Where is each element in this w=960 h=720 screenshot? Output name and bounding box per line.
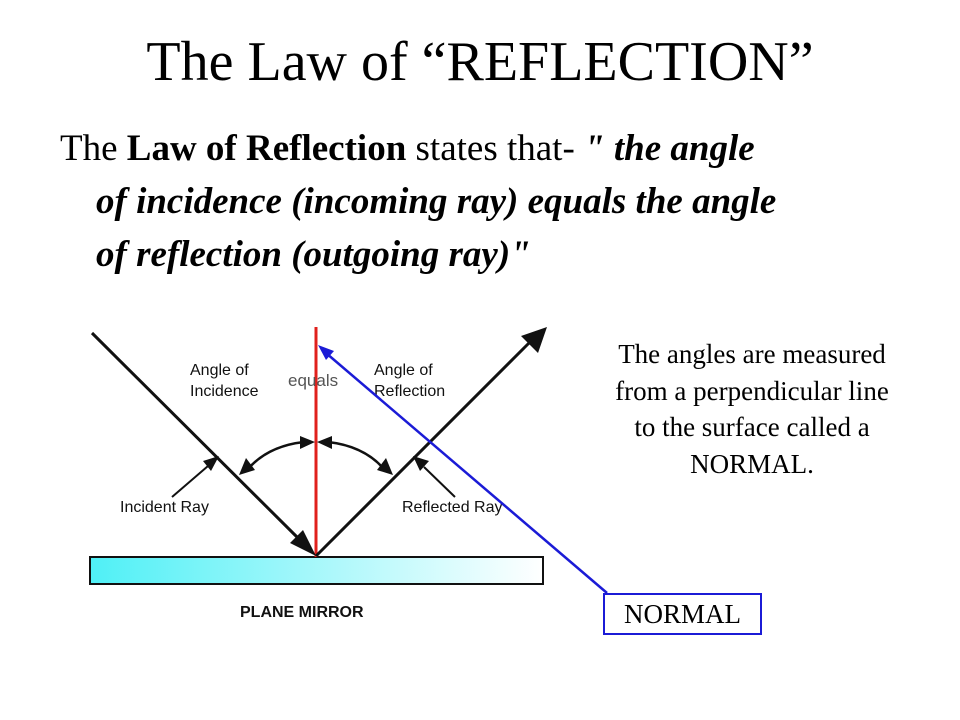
equals-label: equals <box>288 371 338 390</box>
reflected-ray-line <box>314 340 532 558</box>
slide-title: The Law of “REFLECTION” <box>146 31 814 93</box>
incident-label-pointer-head <box>203 456 219 471</box>
plane-mirror-label: PLANE MIRROR <box>240 604 364 621</box>
incident-ray-arrowhead <box>290 530 316 556</box>
reflection-arc-arrow-normal-end <box>317 436 332 449</box>
angle-reflection-label-line1: Angle of <box>374 362 433 379</box>
reflected-label-pointer <box>423 466 456 498</box>
incident-ray-label: Incident Ray <box>120 499 209 516</box>
normal-explanation: The angles are measured from a perpendic… <box>615 339 889 479</box>
normal-label-box: NORMAL <box>603 593 762 635</box>
incidence-arc-arrow-normal-end <box>300 436 315 449</box>
incident-label-pointer <box>171 465 209 498</box>
incidence-arc-arrow-ray-end <box>239 458 255 475</box>
normal-pointer-arrowhead <box>318 345 334 360</box>
reflection-angle-arc <box>327 440 385 470</box>
statement-intro: The <box>60 128 127 169</box>
law-statement: The Law of Reflection states that- " the… <box>60 122 900 281</box>
quote-part-1: " the angle <box>584 128 755 169</box>
reflected-label-pointer-head <box>413 456 429 471</box>
angle-incidence-label-line2: Incidence <box>190 383 259 400</box>
angle-reflection-label-line2: Reflection <box>374 383 445 400</box>
angle-incidence-label-line1: Angle of <box>190 362 249 379</box>
law-term: Law of Reflection <box>126 128 407 169</box>
plane-mirror <box>89 556 544 585</box>
statement-connector: states that- <box>406 128 585 169</box>
quote-part-2: of incidence (incoming ray) equals the a… <box>96 181 777 222</box>
reflected-ray-label: Reflected Ray <box>402 499 503 516</box>
statement-line-1: The Law of Reflection states that- " the… <box>60 122 900 175</box>
quote-part-3: of reflection (outgoing ray)" <box>96 234 531 275</box>
incidence-angle-arc <box>247 440 305 470</box>
incident-ray-line <box>90 331 302 542</box>
reflected-ray-arrowhead <box>521 327 547 353</box>
normal-pointer-line <box>325 352 608 594</box>
reflection-arc-arrow-ray-end <box>377 458 393 475</box>
